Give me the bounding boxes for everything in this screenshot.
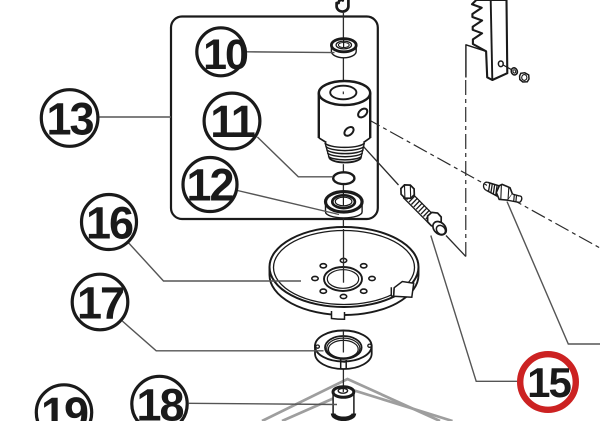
svg-text:16: 16 [86, 198, 133, 249]
svg-text:12: 12 [186, 160, 233, 211]
svg-text:10: 10 [203, 31, 248, 79]
svg-text:15: 15 [527, 359, 571, 406]
svg-text:13: 13 [46, 94, 93, 145]
svg-text:11: 11 [210, 96, 255, 147]
svg-text:18: 18 [136, 380, 183, 421]
svg-text:19: 19 [41, 388, 88, 421]
svg-text:17: 17 [77, 278, 124, 329]
